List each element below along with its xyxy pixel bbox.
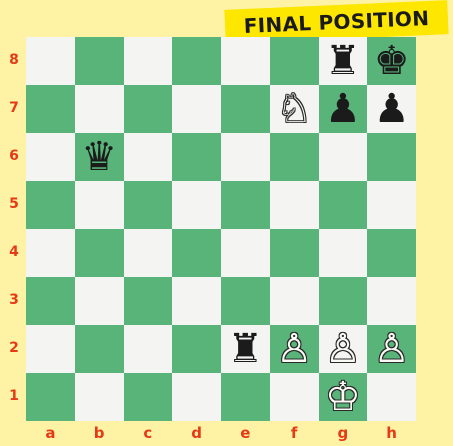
rank-label-7: 7 [6, 100, 22, 116]
rank-label-6: 6 [6, 148, 22, 164]
square-b1[interactable] [75, 373, 124, 421]
black-queen-icon[interactable]: ♛ [81, 137, 117, 177]
white-pawn-icon[interactable]: ♙ [276, 329, 312, 369]
square-e1[interactable] [221, 373, 270, 421]
square-c5[interactable] [124, 181, 173, 229]
square-b7[interactable] [75, 85, 124, 133]
chess-board: ♜ ♚ ♘ ♟ ♟ ♛ ♜ ♙ ♙ ♙ ♔ [26, 37, 416, 421]
square-g3[interactable] [319, 277, 368, 325]
square-c7[interactable] [124, 85, 173, 133]
square-f6[interactable] [270, 133, 319, 181]
square-e5[interactable] [221, 181, 270, 229]
square-b4[interactable] [75, 229, 124, 277]
square-c2[interactable] [124, 325, 173, 373]
square-a2[interactable] [26, 325, 75, 373]
square-f5[interactable] [270, 181, 319, 229]
square-e8[interactable] [221, 37, 270, 85]
white-king-icon[interactable]: ♔ [325, 377, 361, 417]
square-g8[interactable]: ♜ [319, 37, 368, 85]
square-c1[interactable] [124, 373, 173, 421]
square-f7[interactable]: ♘ [270, 85, 319, 133]
black-rook-icon[interactable]: ♜ [227, 329, 263, 369]
square-f4[interactable] [270, 229, 319, 277]
square-c4[interactable] [124, 229, 173, 277]
square-a7[interactable] [26, 85, 75, 133]
square-a3[interactable] [26, 277, 75, 325]
square-a6[interactable] [26, 133, 75, 181]
square-d1[interactable] [172, 373, 221, 421]
square-d5[interactable] [172, 181, 221, 229]
square-b2[interactable] [75, 325, 124, 373]
square-a4[interactable] [26, 229, 75, 277]
square-a8[interactable] [26, 37, 75, 85]
black-rook-icon[interactable]: ♜ [325, 41, 361, 81]
square-c8[interactable] [124, 37, 173, 85]
square-b6[interactable]: ♛ [75, 133, 124, 181]
white-knight-icon[interactable]: ♘ [276, 89, 312, 129]
white-pawn-icon[interactable]: ♙ [325, 329, 361, 369]
black-king-icon[interactable]: ♚ [374, 41, 410, 81]
file-label-e: e [235, 424, 255, 442]
file-label-g: g [333, 424, 353, 442]
file-label-a: a [40, 424, 60, 442]
rank-label-3: 3 [6, 292, 22, 308]
square-d2[interactable] [172, 325, 221, 373]
square-g7[interactable]: ♟ [319, 85, 368, 133]
square-g6[interactable] [319, 133, 368, 181]
square-d6[interactable] [172, 133, 221, 181]
square-h8[interactable]: ♚ [367, 37, 416, 85]
square-e4[interactable] [221, 229, 270, 277]
rank-label-2: 2 [6, 340, 22, 356]
white-pawn-icon[interactable]: ♙ [374, 329, 410, 369]
square-a1[interactable] [26, 373, 75, 421]
square-e2[interactable]: ♜ [221, 325, 270, 373]
square-g2[interactable]: ♙ [319, 325, 368, 373]
square-h4[interactable] [367, 229, 416, 277]
square-e7[interactable] [221, 85, 270, 133]
square-e3[interactable] [221, 277, 270, 325]
square-a5[interactable] [26, 181, 75, 229]
square-d4[interactable] [172, 229, 221, 277]
file-label-f: f [284, 424, 304, 442]
square-d8[interactable] [172, 37, 221, 85]
rank-label-8: 8 [6, 52, 22, 68]
rank-label-1: 1 [6, 388, 22, 404]
square-f1[interactable] [270, 373, 319, 421]
square-b8[interactable] [75, 37, 124, 85]
rank-label-4: 4 [6, 244, 22, 260]
square-f2[interactable]: ♙ [270, 325, 319, 373]
file-label-h: h [382, 424, 402, 442]
rank-label-5: 5 [6, 196, 22, 212]
square-g5[interactable] [319, 181, 368, 229]
square-e6[interactable] [221, 133, 270, 181]
file-label-d: d [187, 424, 207, 442]
square-g1[interactable]: ♔ [319, 373, 368, 421]
square-h6[interactable] [367, 133, 416, 181]
square-b5[interactable] [75, 181, 124, 229]
square-d3[interactable] [172, 277, 221, 325]
square-f8[interactable] [270, 37, 319, 85]
black-pawn-icon[interactable]: ♟ [325, 89, 361, 129]
square-b3[interactable] [75, 277, 124, 325]
square-c3[interactable] [124, 277, 173, 325]
square-h5[interactable] [367, 181, 416, 229]
square-h3[interactable] [367, 277, 416, 325]
black-pawn-icon[interactable]: ♟ [374, 89, 410, 129]
square-d7[interactable] [172, 85, 221, 133]
square-g4[interactable] [319, 229, 368, 277]
square-c6[interactable] [124, 133, 173, 181]
file-label-c: c [138, 424, 158, 442]
square-h1[interactable] [367, 373, 416, 421]
square-f3[interactable] [270, 277, 319, 325]
square-h7[interactable]: ♟ [367, 85, 416, 133]
square-h2[interactable]: ♙ [367, 325, 416, 373]
file-label-b: b [89, 424, 109, 442]
